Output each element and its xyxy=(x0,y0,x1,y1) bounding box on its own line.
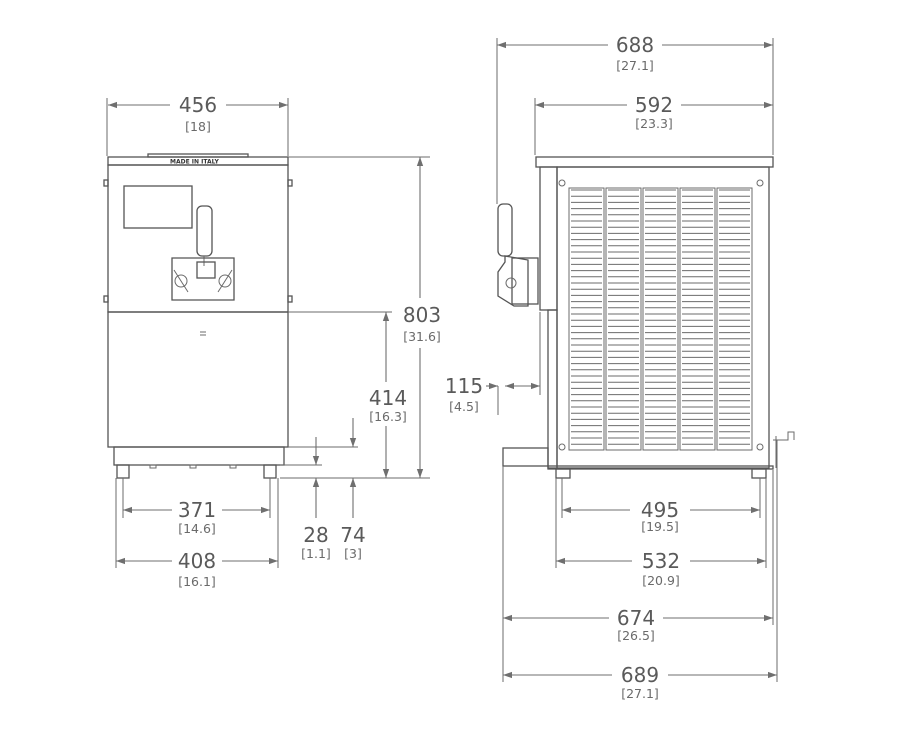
louvre-column xyxy=(679,187,716,451)
dim-body-depth-in: [23.3] xyxy=(635,116,673,131)
side-tap-handle xyxy=(497,203,513,257)
tap-lever-right xyxy=(217,269,233,293)
dim-side-foot-inner: 495 [19.5] xyxy=(562,498,760,534)
dim-front-height: 803 [31.6] xyxy=(403,157,441,478)
side-tap-housing xyxy=(511,257,539,305)
side-base-plate xyxy=(547,465,774,470)
dim-side-foot-outer: 532 [20.9] xyxy=(556,549,766,588)
dim-tap-projection: 115 [4.5] xyxy=(445,374,540,414)
louvre-column xyxy=(642,187,679,451)
dim-front-height-in: [31.6] xyxy=(403,329,441,344)
side-vent-louvres xyxy=(568,187,753,451)
dim-base-height: 74 [3] xyxy=(340,418,366,561)
front-upper-panel xyxy=(107,164,289,313)
dim-overall-depth-mm: 689 xyxy=(621,663,659,687)
dim-front-width-mm: 456 xyxy=(179,93,217,117)
dim-tray-depth-in: [26.5] xyxy=(617,628,655,643)
front-extension-lines xyxy=(106,98,430,568)
front-view: MADE IN ITALY xyxy=(103,153,293,479)
side-front-lower xyxy=(547,309,558,469)
dim-front-foot-outer-mm: 408 xyxy=(178,549,216,573)
front-lower-panel xyxy=(107,311,289,448)
dim-front-foot-outer: 408 [16.1] xyxy=(116,549,278,589)
dim-overall-depth-in: [27.1] xyxy=(621,686,659,701)
dim-base-height-mm: 74 xyxy=(340,523,365,547)
dim-foot-height-in: [1.1] xyxy=(301,546,331,561)
dim-base-height-in: [3] xyxy=(344,546,362,561)
side-view xyxy=(497,156,795,479)
tap-knob-right xyxy=(218,274,232,288)
dim-total-depth-mm: 688 xyxy=(616,33,654,57)
dim-overall-depth: 689 [27.1] xyxy=(503,663,777,701)
dim-tray-depth: 674 [26.5] xyxy=(503,606,773,643)
side-tap-body xyxy=(497,255,529,307)
louvre-column xyxy=(568,187,605,451)
side-tap-knob xyxy=(505,277,517,289)
dim-side-foot-outer-in: [20.9] xyxy=(642,573,680,588)
dim-front-width: 456 [18] xyxy=(108,93,288,134)
side-panel xyxy=(556,166,770,469)
dim-front-foot-outer-in: [16.1] xyxy=(178,574,216,589)
front-base-tray xyxy=(113,446,285,466)
front-side-clip-left-bottom xyxy=(103,295,109,303)
side-drip-tray xyxy=(502,447,549,467)
dim-front-height-mm: 803 xyxy=(403,303,441,327)
front-side-clip-left-top xyxy=(103,179,109,187)
side-foot-rear xyxy=(751,468,767,479)
made-in-italy-label: MADE IN ITALY xyxy=(170,159,220,166)
dim-tap-height: 414 [16.3] xyxy=(369,312,407,478)
tap-knob-left xyxy=(174,274,188,288)
side-screw-bottom-left xyxy=(558,443,566,451)
dim-tap-height-mm: 414 xyxy=(369,386,407,410)
dim-foot-height: 28 [1.1] xyxy=(301,437,331,561)
side-screw-top-right xyxy=(756,179,764,187)
front-side-clip-right-top xyxy=(287,179,293,187)
side-foot-front xyxy=(555,468,571,479)
dim-front-foot-inner-mm: 371 xyxy=(178,498,216,522)
tap-body xyxy=(171,257,235,301)
louvre-column xyxy=(716,187,753,451)
side-screw-bottom-right xyxy=(756,443,764,451)
dim-body-depth-mm: 592 xyxy=(635,93,673,117)
side-screw-top-left xyxy=(558,179,566,187)
dim-tap-height-in: [16.3] xyxy=(369,409,407,424)
side-extension-lines xyxy=(496,38,778,682)
dim-front-width-in: [18] xyxy=(185,119,211,134)
dim-tap-projection-mm: 115 xyxy=(445,374,483,398)
tap-nozzle xyxy=(196,261,216,279)
tap-lever-left xyxy=(173,269,189,293)
front-side-clip-right-bottom xyxy=(287,295,293,303)
dim-tray-depth-mm: 674 xyxy=(617,606,655,630)
dim-side-foot-inner-in: [19.5] xyxy=(641,519,679,534)
power-cord xyxy=(773,431,795,441)
front-vent-2 xyxy=(189,464,197,469)
front-vent-3 xyxy=(229,464,237,469)
dim-total-depth: 688 [27.1] xyxy=(497,33,773,73)
front-foot-right xyxy=(263,464,277,479)
front-foot-left xyxy=(116,464,130,479)
dim-foot-height-mm: 28 xyxy=(303,523,328,547)
dim-front-foot-inner: 371 [14.6] xyxy=(123,498,270,536)
dim-side-foot-outer-mm: 532 xyxy=(642,549,680,573)
dim-front-foot-inner-in: [14.6] xyxy=(178,521,216,536)
dim-body-depth: 592 [23.3] xyxy=(535,93,773,131)
display-panel xyxy=(123,185,193,229)
front-top-hinge xyxy=(147,153,249,158)
dim-total-depth-in: [27.1] xyxy=(616,58,654,73)
side-front-upper xyxy=(539,166,558,311)
tap-handle xyxy=(196,205,213,257)
front-vent-1 xyxy=(149,464,157,469)
dim-side-foot-inner-mm: 495 xyxy=(641,498,679,522)
louvre-column xyxy=(605,187,642,451)
dim-tap-projection-in: [4.5] xyxy=(449,399,479,414)
side-top-lid xyxy=(535,156,774,168)
